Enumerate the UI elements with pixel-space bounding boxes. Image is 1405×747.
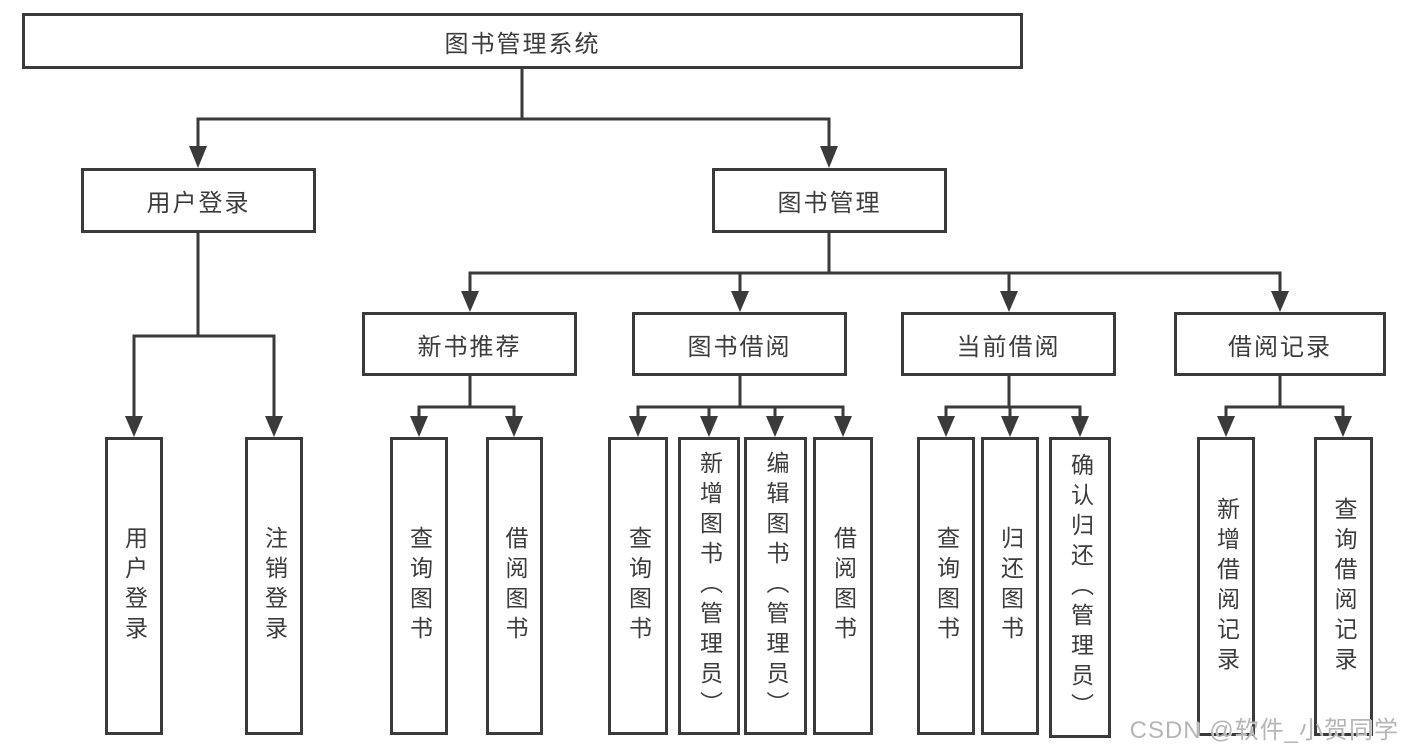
node-label: 借阅图书 [502, 526, 528, 646]
node-label: 借阅记录 [1228, 333, 1332, 361]
node-book-borrow: 图书借阅 [632, 312, 847, 376]
leaf-confirm-return-admin: 确认归还（管理员） [1049, 437, 1111, 738]
leaf-query-borrow-record: 查询借阅记录 [1314, 437, 1373, 736]
leaf-edit-books-admin: 编辑图书（管理员） [744, 437, 807, 735]
node-label: 借阅图书 [830, 526, 857, 646]
node-borrow-records: 借阅记录 [1174, 312, 1386, 376]
leaf-borrow-books-2: 借阅图书 [813, 437, 873, 735]
node-label: 查询图书 [406, 526, 433, 646]
arrowhead-icons [125, 146, 1352, 437]
node-label: 新增图书（管理员） [696, 451, 723, 721]
node-label: 新书推荐 [417, 333, 522, 361]
node-label: 当前借阅 [956, 333, 1061, 361]
node-label: 查询借阅记录 [1331, 496, 1357, 677]
node-label: 编辑图书（管理员） [763, 451, 789, 721]
node-label: 用户登录 [121, 526, 148, 646]
node-user-login-branch: 用户登录 [81, 168, 316, 233]
leaf-borrow-books-1: 借阅图书 [486, 437, 543, 735]
node-label: 新增借阅记录 [1213, 496, 1240, 677]
node-new-book-recommend: 新书推荐 [362, 312, 577, 376]
node-current-borrow: 当前借阅 [901, 312, 1116, 376]
leaf-return-books: 归还图书 [981, 437, 1039, 735]
leaf-query-books-3: 查询图书 [917, 437, 975, 735]
node-label: 确认归还（管理员） [1067, 452, 1094, 723]
node-label: 图书借阅 [687, 333, 792, 361]
leaf-query-books-2: 查询图书 [608, 437, 668, 735]
node-label: 归还图书 [997, 526, 1024, 646]
node-book-management-branch: 图书管理 [712, 168, 947, 233]
node-label: 注销登录 [261, 526, 288, 646]
node-label: 图书管理 [777, 190, 882, 217]
node-label: 查询图书 [933, 526, 960, 646]
leaf-query-books-1: 查询图书 [390, 437, 448, 735]
node-label: 查询图书 [625, 526, 652, 646]
leaf-add-borrow-record: 新增借阅记录 [1197, 437, 1255, 736]
node-label: 用户登录 [146, 190, 251, 217]
node-library-management-system: 图书管理系统 [22, 13, 1023, 69]
leaf-logout: 注销登录 [245, 437, 303, 735]
leaf-add-books-admin: 新增图书（管理员） [678, 437, 740, 735]
node-label: 图书管理系统 [444, 30, 601, 58]
leaf-user-login: 用户登录 [105, 437, 163, 735]
